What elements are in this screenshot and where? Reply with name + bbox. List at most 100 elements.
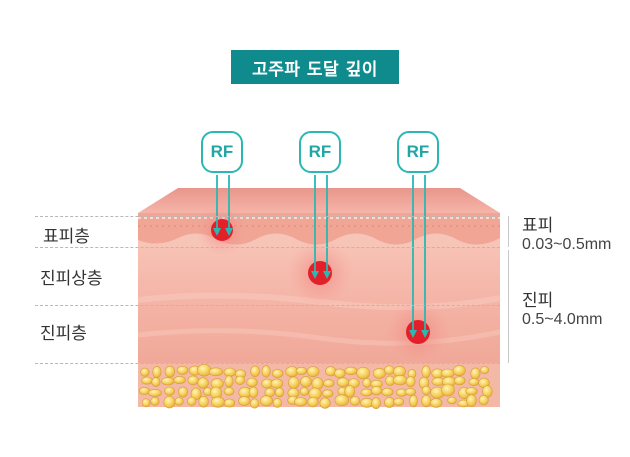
fat-cell <box>307 396 319 408</box>
fat-cell <box>224 375 234 388</box>
fat-cell <box>235 375 245 385</box>
rf-probe-1: RF <box>201 131 243 173</box>
fat-cell <box>176 365 189 375</box>
fat-cell <box>272 397 283 408</box>
depth-range-epidermis: 0.03~0.5mm <box>522 236 612 253</box>
depth-range-dermis: 0.5~4.0mm <box>522 311 603 328</box>
fat-cell <box>299 387 309 396</box>
guide-line-dermis-bottom <box>35 363 500 364</box>
fat-cell <box>344 366 358 376</box>
fat-cell <box>430 398 443 408</box>
fat-cell <box>478 394 489 406</box>
fat-cell <box>360 388 373 397</box>
fat-cell <box>421 385 431 396</box>
fat-cell <box>383 365 395 375</box>
fat-cell <box>223 387 235 396</box>
fat-cell <box>336 377 350 388</box>
label-upper-dermis-layer: 진피상층 <box>40 269 103 289</box>
fat-cell <box>465 387 478 396</box>
fat-cell <box>141 376 153 385</box>
diagram-title: 고주파 도달 깊이 <box>252 59 378 80</box>
fat-cell <box>173 375 186 384</box>
guide-line-epidermis-bottom <box>35 247 500 248</box>
fat-cell <box>372 367 386 379</box>
fat-cell <box>151 377 161 387</box>
fat-cell <box>261 365 271 378</box>
label-epidermis-layer: 표피층 <box>43 227 90 247</box>
fat-cell <box>161 377 175 386</box>
fat-cell <box>288 376 300 389</box>
fat-cell <box>334 368 346 379</box>
fat-cell <box>421 394 432 408</box>
fat-cell <box>323 379 335 388</box>
fat-cell <box>174 397 184 406</box>
fat-cell <box>248 386 259 398</box>
fat-cell <box>392 375 408 386</box>
fat-cell <box>178 386 189 398</box>
fat-cell <box>334 394 349 407</box>
fat-cell <box>409 394 418 408</box>
fat-cell <box>271 369 284 378</box>
fat-cell <box>138 386 150 395</box>
fat-cell <box>356 366 371 380</box>
fat-cell <box>211 396 226 408</box>
guide-line-upper-dermis-bottom <box>35 305 500 306</box>
fat-cell <box>466 394 477 408</box>
fat-cell <box>452 365 466 377</box>
fat-cell <box>223 398 236 408</box>
epidermis-wave <box>138 233 500 247</box>
fat-cell <box>421 365 431 379</box>
fat-cell <box>322 389 334 398</box>
fat-cell <box>164 365 176 378</box>
fat-cell <box>197 377 209 389</box>
fat-cell <box>164 386 175 396</box>
fat-cell <box>187 375 199 386</box>
fat-cell <box>259 395 274 407</box>
fat-cell <box>150 396 160 406</box>
guide-line-epidermis-top <box>35 216 500 217</box>
fat-cell <box>384 396 395 408</box>
fat-cell <box>152 365 162 378</box>
fat-cell <box>250 398 260 409</box>
fat-cell <box>319 397 331 409</box>
rf-arrowheads <box>213 228 429 338</box>
fat-cell <box>441 383 455 397</box>
fat-cell <box>344 385 356 398</box>
fat-cell <box>349 396 361 406</box>
skin-top-surface <box>138 188 500 213</box>
fat-cell <box>197 364 212 377</box>
fat-cell <box>480 366 490 374</box>
fat-cell <box>223 367 237 377</box>
fat-cells <box>138 364 493 410</box>
target-dot-upper-dermis <box>308 261 332 285</box>
fat-cell <box>381 387 394 397</box>
fat-cell <box>198 395 209 408</box>
fat-cell <box>246 377 258 388</box>
fat-cell <box>306 366 320 377</box>
rf-label: RF <box>210 142 234 161</box>
title-badge: 고주파 도달 깊이 <box>231 50 399 84</box>
rf-label: RF <box>308 142 332 161</box>
fat-cell <box>362 378 372 388</box>
fat-cell <box>140 367 150 377</box>
rf-label: RF <box>406 142 430 161</box>
target-dot-dermis <box>406 320 430 344</box>
epidermis-bracket <box>508 216 515 247</box>
rf-probe-2: RF <box>299 131 341 173</box>
fat-cell <box>393 397 405 406</box>
depth-name-dermis: 진피 <box>522 291 554 311</box>
fat-cell <box>470 367 481 380</box>
fat-cell <box>187 396 197 406</box>
fat-cell <box>148 388 162 397</box>
fat-cell <box>447 396 457 405</box>
depth-name-epidermis: 표피 <box>522 216 554 236</box>
fat-cell <box>404 388 417 396</box>
fat-cell <box>468 378 480 386</box>
fat-cell <box>300 376 312 388</box>
fat-cell <box>440 368 455 378</box>
fat-cell <box>295 366 308 375</box>
fat-cell <box>294 397 308 407</box>
fat-cell <box>453 376 466 386</box>
fat-cell <box>371 397 381 410</box>
